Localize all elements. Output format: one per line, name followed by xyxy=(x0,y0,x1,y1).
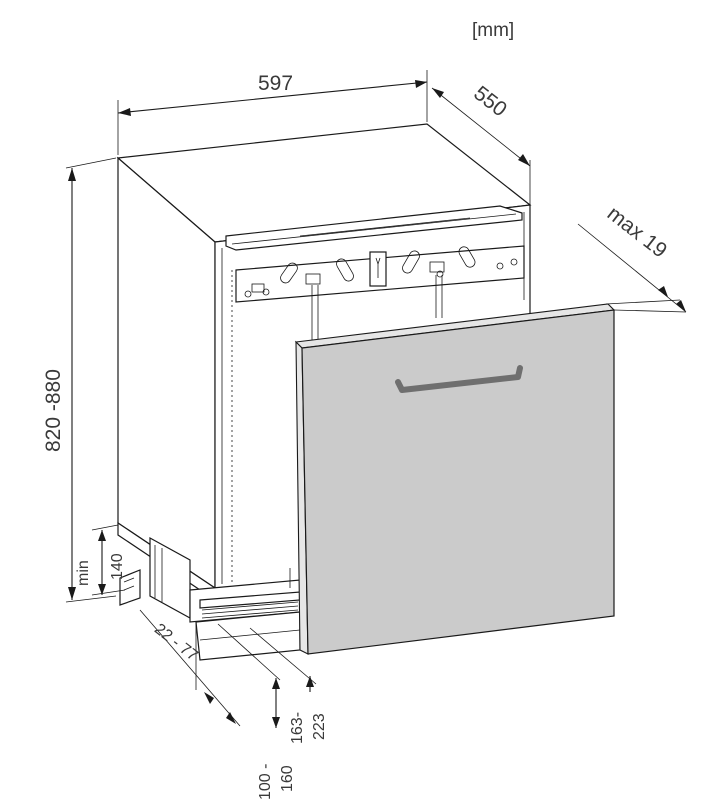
min-140-dimension: min 140 xyxy=(75,524,126,596)
plinth-height-b-dimension: 163- 223 xyxy=(249,627,328,744)
min-value: 140 xyxy=(109,553,126,580)
door-thickness-dimension: max 19 xyxy=(577,202,687,313)
mounting-bracket xyxy=(235,245,525,303)
plinth-b-label-2: 223 xyxy=(311,713,328,740)
base-feet xyxy=(117,521,301,623)
height-label: 820 -880 xyxy=(42,369,65,452)
door-front xyxy=(301,309,615,655)
height-dimension: 820 -880 xyxy=(42,157,117,603)
door-thickness-label: max 19 xyxy=(603,202,671,263)
min-label: min xyxy=(75,560,92,586)
door-handle xyxy=(395,365,523,393)
unit-label: [mm] xyxy=(472,20,514,41)
plinth-height-a-dimension: 100 - 160 xyxy=(217,623,296,800)
plinth-a-label-2: 160 xyxy=(279,765,296,792)
furniture-door-panel xyxy=(294,303,616,655)
plinth-a-label-1: 100 - xyxy=(257,764,274,800)
width-label: 597 xyxy=(258,72,293,95)
plinth-recess-label: 22 - 77 xyxy=(151,621,201,665)
width-dimension: 597 xyxy=(117,70,428,155)
plinth-b-label-1: 163- xyxy=(289,712,306,744)
depth-label: 550 xyxy=(469,82,511,122)
